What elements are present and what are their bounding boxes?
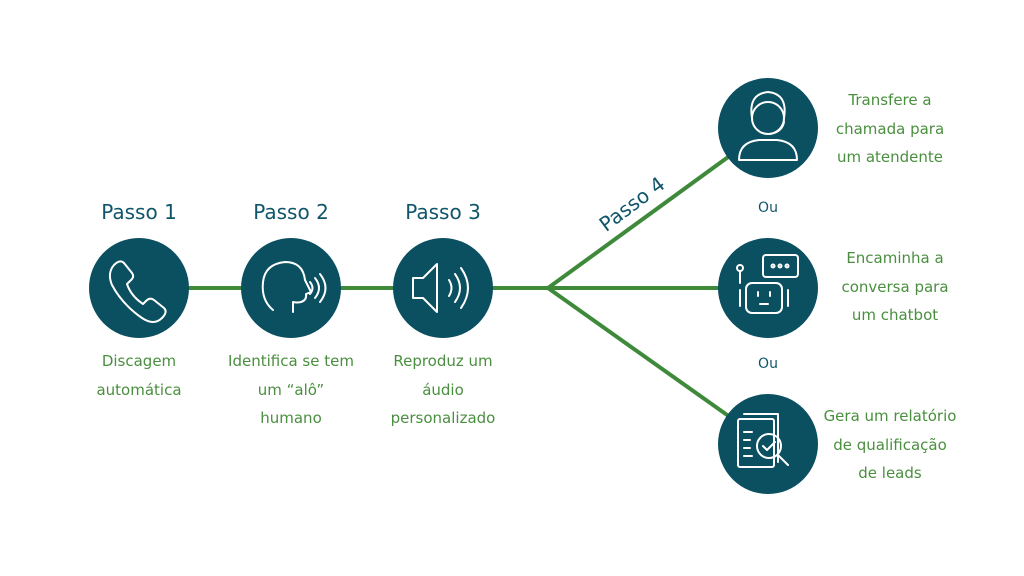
step3-description: Reproduz um áudio personalizado: [391, 347, 496, 433]
desc-line: conversa para: [841, 277, 949, 296]
desc-line: Discagem: [101, 352, 177, 370]
desc-line: Identifica se tem: [228, 352, 354, 370]
desc-line: humano: [260, 409, 322, 427]
step2-title: Passo 2: [253, 200, 329, 224]
desc-line: um atendente: [836, 148, 944, 166]
option2-circle: [718, 238, 818, 338]
speaker-icon: [412, 263, 469, 313]
desc-line: de leads: [858, 464, 922, 482]
step1-title: Passo 1: [101, 200, 177, 224]
or-separator: Ou: [758, 356, 778, 372]
step3-title: Passo 3: [405, 200, 481, 224]
option1-description: Transfere a chamada para um atendente: [836, 86, 944, 172]
desc-line: de qualificação: [833, 435, 947, 454]
phone-icon: [108, 260, 167, 323]
report-magnifier-icon: [737, 413, 789, 468]
desc-line: Encaminha a: [846, 249, 944, 267]
desc-line: Gera um relatório: [823, 407, 957, 425]
option2-description: Encaminha a conversa para um chatbot: [841, 244, 948, 330]
desc-line: um chatbot: [851, 306, 939, 324]
desc-line: automática: [96, 380, 182, 399]
step1-description: Discagem automática: [96, 347, 181, 404]
desc-line: um “alô”: [257, 380, 325, 399]
desc-line: chamada para: [835, 119, 945, 138]
step2-circle: [241, 238, 341, 338]
headset-agent-icon: [738, 91, 798, 161]
speaking-head-icon: [261, 261, 327, 313]
desc-line: personalizado: [390, 409, 496, 427]
step3-circle: [393, 238, 493, 338]
desc-line: Transfere a: [848, 91, 932, 109]
option3-description: Gera um relatório de qualificação de lea…: [824, 402, 957, 488]
desc-line: Reproduz um: [393, 352, 493, 370]
or-separator: Ou: [758, 200, 778, 216]
option1-circle: [718, 78, 818, 178]
step1-circle: [89, 238, 189, 338]
chatbot-icon: [736, 254, 799, 314]
step2-description: Identifica se tem um “alô” humano: [228, 347, 354, 433]
desc-line: áudio: [422, 380, 464, 399]
option3-circle: [718, 394, 818, 494]
